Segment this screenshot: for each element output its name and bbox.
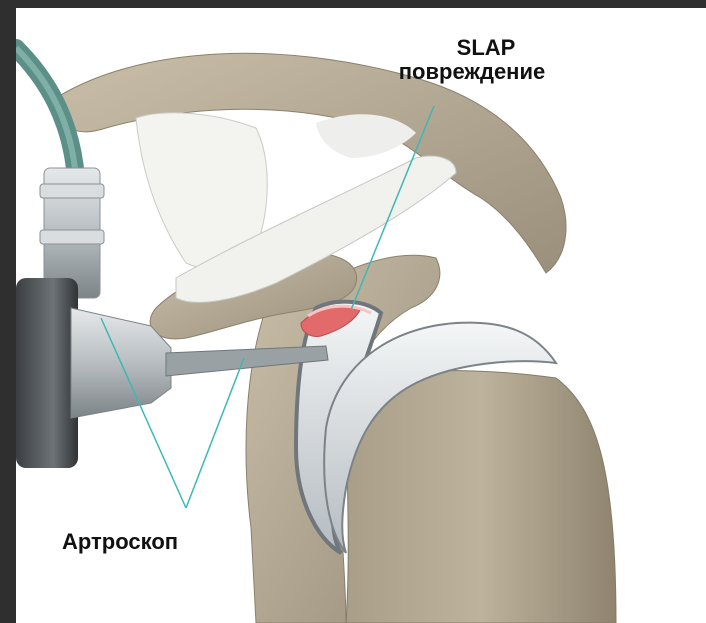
illustration-canvas: SLAP повреждение Артроскоп xyxy=(16,8,706,623)
arthroscope-leader-line-2 xyxy=(186,358,244,508)
irrigation-tube xyxy=(16,48,76,178)
arthroscope-label: Артроскоп xyxy=(62,530,178,554)
slap-label-line1: SLAP xyxy=(400,36,572,60)
slap-lesion-label: SLAP повреждение xyxy=(372,36,572,84)
slap-label-line2: повреждение xyxy=(399,59,545,84)
humerus-shaft xyxy=(346,371,616,623)
camera-body xyxy=(16,278,78,468)
